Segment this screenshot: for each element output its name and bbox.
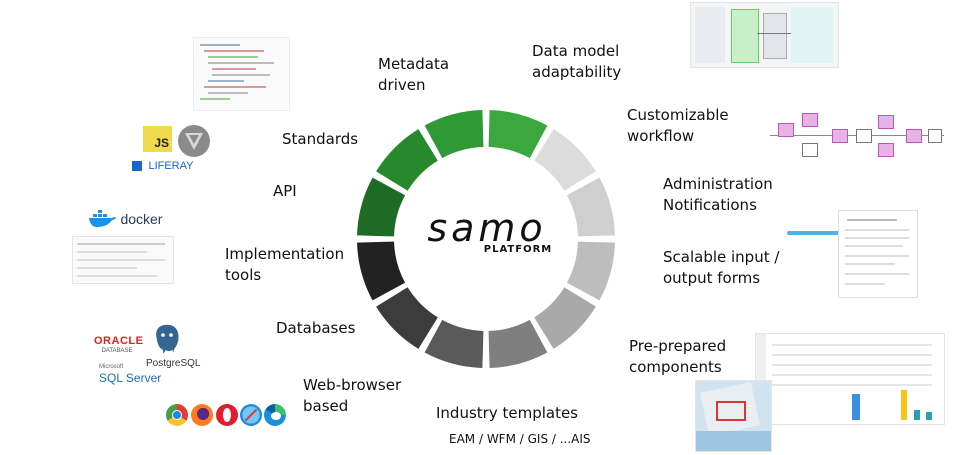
label-api: API xyxy=(273,182,297,200)
ring-segment-implementation-tools xyxy=(357,177,406,237)
platform-subtitle: PLATFORM xyxy=(483,244,553,255)
label-administration-notifications: Administration Notifications xyxy=(663,175,773,214)
edge-icon xyxy=(264,404,286,426)
form-thumbnail xyxy=(838,210,918,298)
label-data-model-adaptability: Data model adaptability xyxy=(532,42,622,81)
ring-segment-administration-notifications xyxy=(566,241,615,301)
firefox-icon xyxy=(191,404,213,426)
workflow-thumbnail xyxy=(765,108,949,164)
label-web-browser-based: Web-browser based xyxy=(303,376,402,415)
label-customizable-workflow: Customizable workflow xyxy=(627,106,729,145)
ring-segment-data-model-adaptability xyxy=(534,129,596,191)
label-standards: Standards xyxy=(282,130,359,148)
ring-segment-scalable-forms xyxy=(534,287,596,349)
javascript-icon: JS xyxy=(143,126,172,152)
oracle-logo: ORACLE DATABASE xyxy=(94,335,144,354)
templates-list: EAM / WFM / GIS / ...AIS xyxy=(449,432,591,446)
ring-segment-standards xyxy=(424,110,484,159)
label-databases: Databases xyxy=(276,319,356,337)
vuetify-icon xyxy=(178,125,210,157)
center-logo: samo PLATFORM xyxy=(417,208,557,268)
ring-segment-databases xyxy=(357,241,406,301)
label-pre-prepared-components: Pre-prepared components xyxy=(629,337,727,376)
sql-server-logo: Microsoft SQL Server xyxy=(99,364,162,385)
data-model-thumbnail xyxy=(690,2,839,68)
implementation-tools-thumbnail xyxy=(72,236,174,284)
ring-segment-metadata-driven xyxy=(488,110,548,159)
safari-icon xyxy=(240,404,262,426)
liferay-mark-icon xyxy=(132,160,142,171)
code-snippet-thumbnail xyxy=(193,37,290,111)
map-thumbnail xyxy=(695,380,772,452)
ring-segment-industry-templates xyxy=(424,319,484,368)
brand-name: samo xyxy=(427,206,547,250)
postgresql-icon xyxy=(154,323,180,358)
ring-segment-pre-prepared-components xyxy=(488,319,548,368)
components-thumbnail xyxy=(755,333,945,425)
docker-icon: docker xyxy=(88,210,162,230)
ring-segment-api xyxy=(376,129,438,191)
label-metadata-driven: Metadata driven xyxy=(378,55,450,94)
notification-timeline xyxy=(787,231,887,235)
label-industry-templates: Industry templates xyxy=(436,404,578,422)
postgresql-label: PostgreSQL xyxy=(146,358,201,369)
liferay-icon: LIFERAY xyxy=(132,157,193,172)
docker-whale-icon xyxy=(89,210,116,227)
label-scalable-forms: Scalable input / output forms xyxy=(663,248,780,287)
opera-icon xyxy=(216,404,238,426)
chrome-icon xyxy=(166,404,188,426)
ring-segment-web-browser-based xyxy=(376,287,438,349)
label-implementation-tools: Implementation tools xyxy=(225,245,345,284)
ring-segment-customizable-workflow xyxy=(566,177,615,237)
